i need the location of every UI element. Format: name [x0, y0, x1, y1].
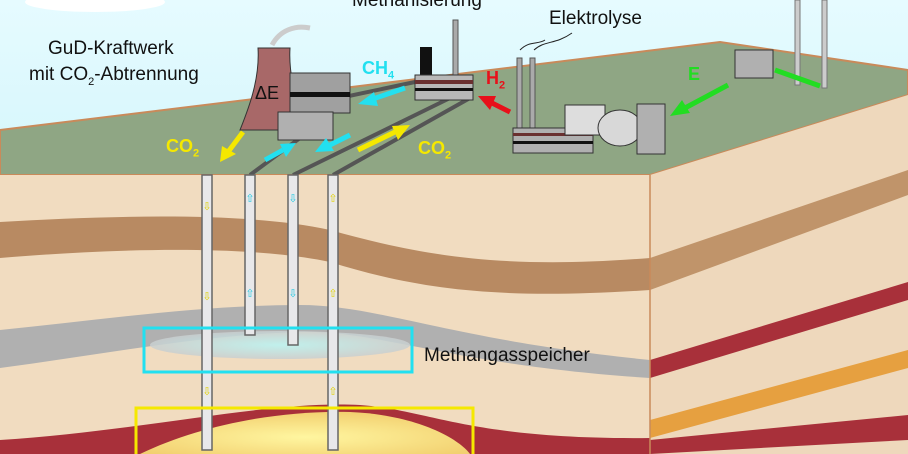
svg-text:⇧: ⇧ — [328, 288, 337, 300]
methane-reservoir — [150, 331, 410, 359]
electrolysis-plant — [512, 32, 666, 155]
svg-text:⇩: ⇩ — [288, 193, 297, 205]
methanation-plant — [414, 19, 474, 101]
co2-left-label: CO2 — [166, 136, 200, 160]
well-ch4-production — [244, 174, 256, 336]
rock-layer-brown — [0, 216, 650, 294]
svg-text:⇩: ⇩ — [202, 201, 211, 213]
co2-storage-box — [134, 406, 475, 454]
methanation-label: Methanisierung — [352, 0, 482, 11]
well-co2-production — [327, 174, 339, 451]
substation — [734, 0, 828, 89]
well-ch4-injection — [287, 174, 299, 346]
well-co2-injection — [201, 174, 213, 451]
delta-e-label: ΔE — [255, 83, 280, 103]
methane-storage-label: Methangasspeicher — [424, 345, 590, 366]
ch4-label: CH4 — [362, 58, 395, 82]
power-plant-label-line2: mit CO2-Abtrennung — [29, 64, 199, 88]
svg-text:⇧: ⇧ — [328, 386, 337, 398]
cloud — [25, 0, 165, 12]
svg-text:⇧: ⇧ — [245, 288, 254, 300]
svg-text:⇧: ⇧ — [328, 193, 337, 205]
svg-text:⇩: ⇩ — [288, 288, 297, 300]
co2-reservoir — [140, 411, 470, 454]
well-flow-arrows: ⇩ ⇩ ⇩ ⇧ ⇧ ⇩ ⇩ ⇧ ⇧ ⇧ — [202, 193, 337, 398]
co2-right-label: CO2 — [418, 138, 452, 162]
e-label: E — [688, 64, 701, 84]
power-plant — [239, 24, 351, 141]
h2-label: H2 — [486, 68, 506, 92]
flow-arrows — [220, 67, 821, 163]
power-plant-label-line1: GuD-Kraftwerk — [48, 38, 174, 59]
electrolysis-label: Elektrolyse — [549, 8, 642, 29]
methane-storage-box — [142, 326, 414, 374]
rock-layer-gray — [0, 305, 650, 378]
subsurface-side — [650, 95, 908, 454]
svg-text:⇩: ⇩ — [202, 386, 211, 398]
wells — [201, 174, 339, 451]
svg-text:⇩: ⇩ — [202, 291, 211, 303]
svg-text:⇧: ⇧ — [245, 193, 254, 205]
